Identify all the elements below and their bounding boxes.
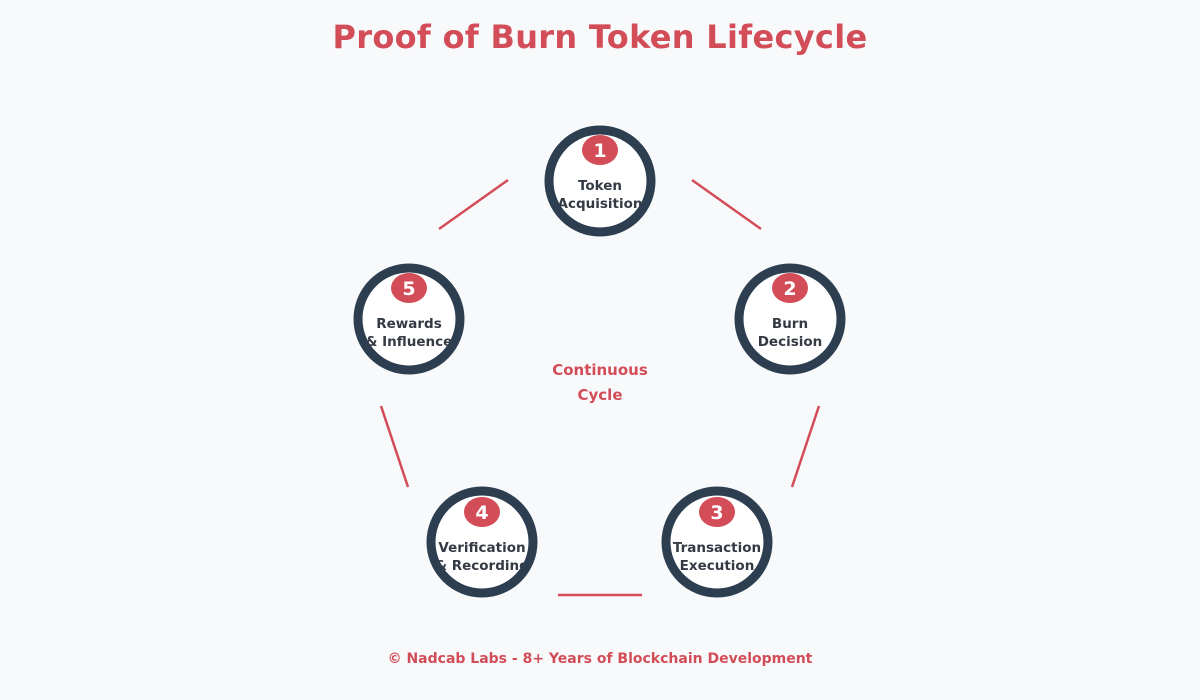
step-ring bbox=[544, 125, 656, 237]
step-node-1: Token Acquisition 1 bbox=[544, 125, 656, 237]
step-ring bbox=[734, 263, 846, 375]
step-ring bbox=[661, 486, 773, 598]
connectors bbox=[379, 178, 821, 597]
step-badge bbox=[772, 273, 808, 303]
step-label-line2: & Recording bbox=[435, 558, 529, 574]
connector-5-1 bbox=[438, 178, 509, 231]
step-node-3: Transaction Execution 3 bbox=[661, 486, 773, 598]
step-number: 4 bbox=[475, 502, 488, 524]
center-label: Continuous Cycle bbox=[500, 358, 700, 408]
step-badge bbox=[699, 497, 735, 527]
step-ring bbox=[426, 486, 538, 598]
step-badge bbox=[391, 273, 427, 303]
center-label-line1: Continuous bbox=[552, 361, 648, 379]
footer-credit: © Nadcab Labs - 8+ Years of Blockchain D… bbox=[387, 651, 813, 667]
connector-2-3 bbox=[790, 405, 821, 488]
step-label-line1: Rewards bbox=[376, 316, 442, 332]
step-label-line1: Transaction bbox=[673, 540, 761, 556]
step-label-line2: & Influence bbox=[366, 334, 453, 350]
step-number: 1 bbox=[593, 140, 606, 162]
center-label-line2: Cycle bbox=[577, 386, 623, 404]
step-number: 3 bbox=[710, 502, 723, 524]
step-node-5: Rewards & Influence 5 bbox=[353, 263, 465, 375]
step-ring bbox=[353, 263, 465, 375]
step-label-line1: Burn bbox=[772, 316, 808, 332]
step-label-line2: Execution bbox=[680, 558, 755, 574]
step-node-2: Burn Decision 2 bbox=[734, 263, 846, 375]
step-number: 5 bbox=[402, 278, 415, 300]
step-badge bbox=[464, 497, 500, 527]
step-node-4: Verification & Recording 4 bbox=[426, 486, 538, 598]
step-number: 2 bbox=[783, 278, 796, 300]
connector-4-5 bbox=[379, 405, 410, 488]
connector-1-2 bbox=[691, 178, 762, 231]
step-label-line2: Acquisition bbox=[558, 196, 643, 212]
step-label-line1: Token bbox=[578, 178, 622, 194]
page-title: Proof of Burn Token Lifecycle bbox=[332, 18, 868, 56]
step-label-line2: Decision bbox=[758, 334, 823, 350]
step-badge bbox=[582, 135, 618, 165]
step-label-line1: Verification bbox=[438, 540, 525, 556]
